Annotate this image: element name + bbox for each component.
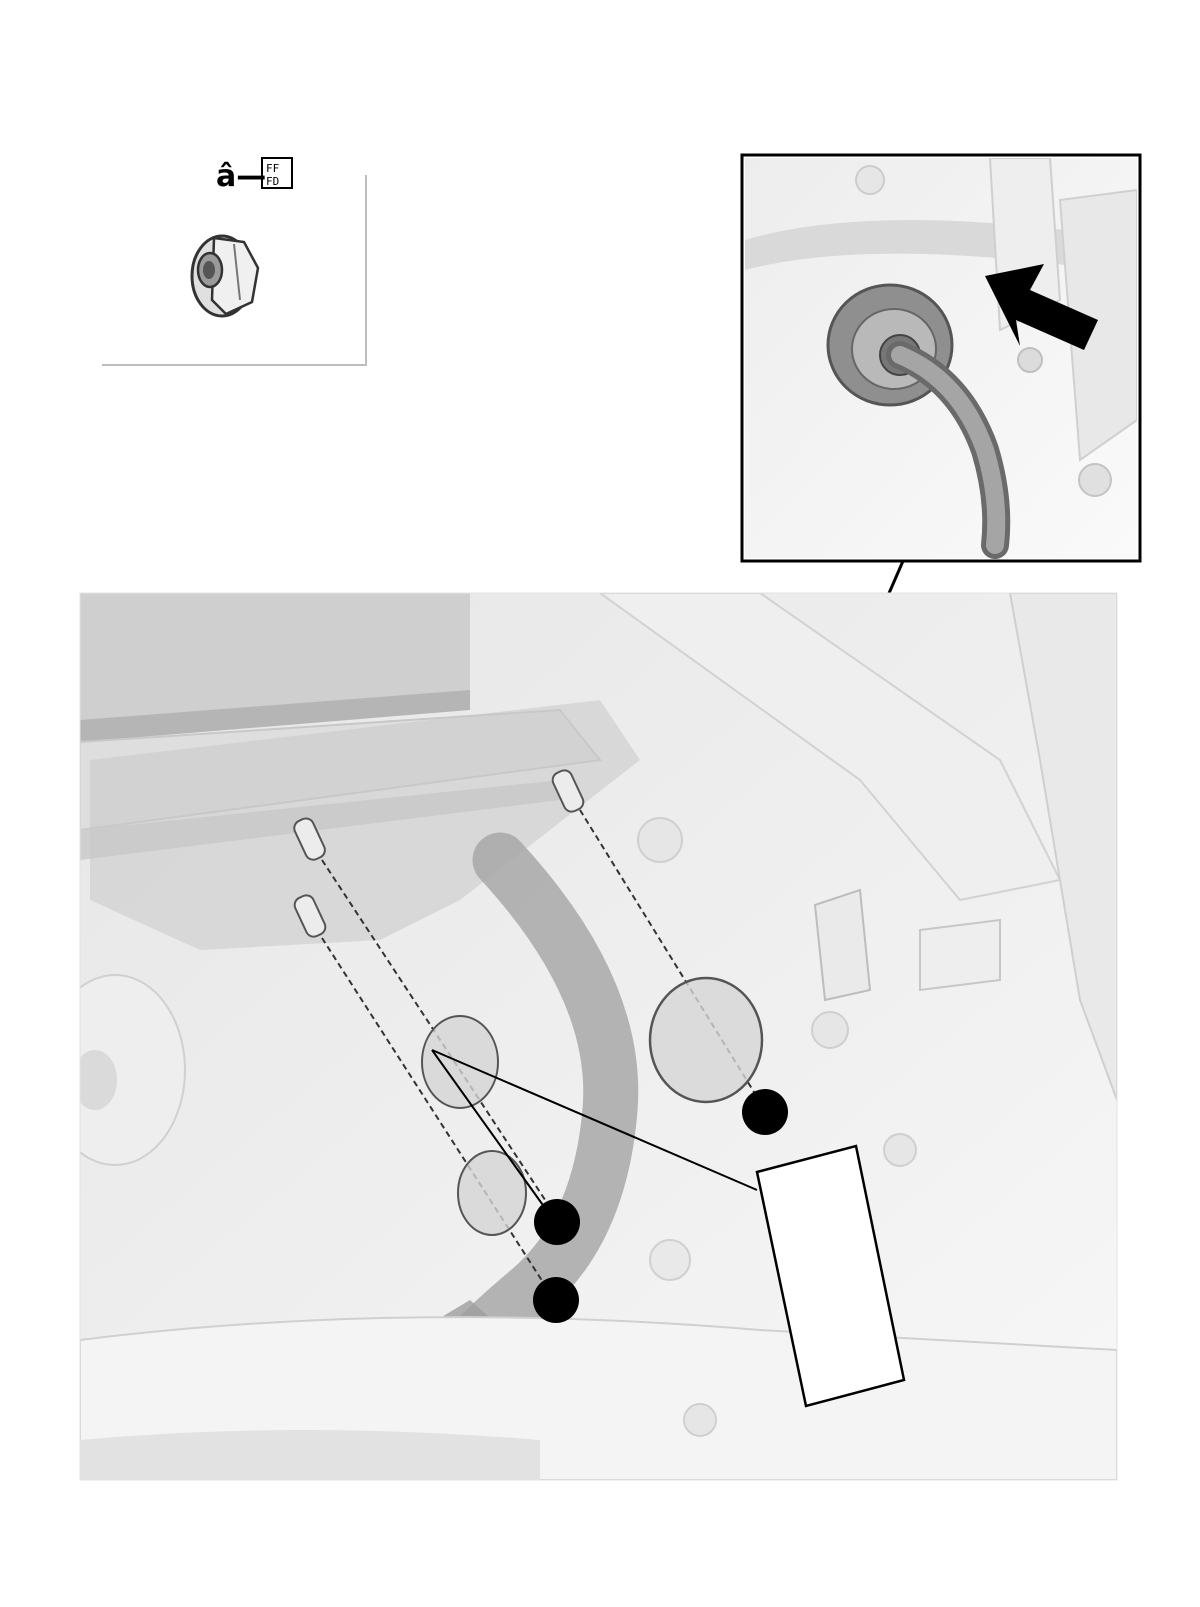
hole-lower xyxy=(457,1150,527,1236)
callout-dots xyxy=(533,1089,788,1323)
fastener-symbol-text: â— xyxy=(216,159,266,194)
grommet-icon xyxy=(826,283,1011,559)
fastener-legend: â— FF FD xyxy=(102,157,367,366)
stud-upper-left xyxy=(293,817,326,861)
stud-right xyxy=(551,769,585,813)
label-leaders xyxy=(431,1049,758,1209)
arrow-icon xyxy=(985,264,1098,350)
hole-grommet xyxy=(648,976,764,1104)
callout-dot-lower-left xyxy=(533,1277,579,1323)
fastener-code-glyph: FF FD xyxy=(261,157,293,189)
detail-inset xyxy=(740,153,1142,563)
flange-nut-icon xyxy=(190,234,260,318)
legend-frame xyxy=(102,175,367,366)
stud-lower-left xyxy=(293,894,327,938)
svg-text:FD: FD xyxy=(266,175,279,188)
main-illustration xyxy=(80,593,1117,1480)
label-box xyxy=(755,1144,906,1408)
callout-dot-upper-left xyxy=(534,1199,580,1245)
svg-text:FF: FF xyxy=(266,162,279,175)
callout-dot-right xyxy=(742,1089,788,1135)
